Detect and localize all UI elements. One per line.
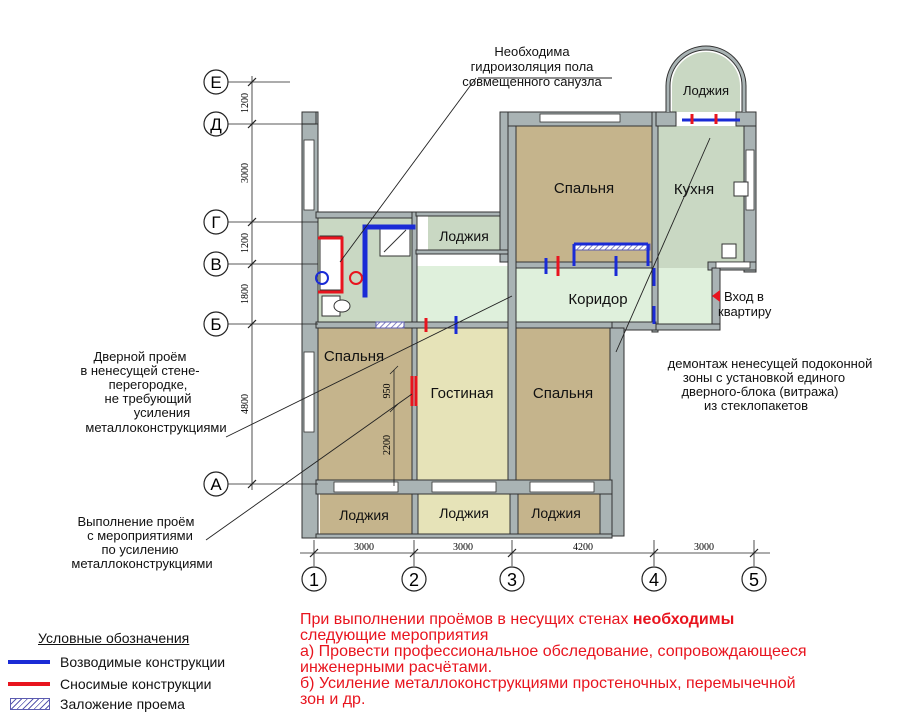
room-label: Спальня — [554, 180, 614, 197]
req-line: При выполнении проёмов в несущих стенах … — [300, 611, 735, 628]
loggia-top-fill — [672, 52, 740, 112]
room-label: Лоджия — [439, 505, 489, 521]
annotation-door-opening: Дверной проём в ненесущей стене- перегор… — [80, 349, 226, 435]
room-label: Лоджия — [683, 83, 729, 98]
living-fill — [416, 328, 510, 480]
room-label: Кухня — [674, 181, 714, 198]
axis-row-label: Б — [210, 315, 221, 334]
req-line: следующие мероприятия — [300, 627, 489, 644]
row-axis-labels: Е Д Г В Б А — [203, 69, 229, 497]
col-axis-labels: 1 2 3 4 5 — [301, 566, 767, 592]
room-label: Спальня — [533, 385, 593, 402]
annotation-line: совмещенного санузла — [462, 74, 602, 89]
axis-row-label: А — [210, 475, 222, 494]
requirements-text: При выполнении проёмов в несущих стенах … — [300, 612, 905, 708]
col-dim: 3000 — [694, 542, 714, 553]
demolished-constructions — [318, 114, 718, 406]
col-dim: 3000 — [453, 542, 473, 553]
axis-col-label: 5 — [749, 570, 759, 590]
legend-label: Заложение проема — [60, 696, 185, 712]
annotation-line: в ненесущей стене- — [80, 363, 199, 378]
annotation-line: дверного-блока (витража) — [681, 384, 838, 399]
blue-line-icon — [8, 660, 50, 664]
red-line-icon — [8, 682, 50, 686]
axis-ticks — [247, 77, 759, 558]
annotation-line: металлоконструкциями — [71, 556, 212, 571]
bedroom-center-fill — [516, 328, 610, 480]
row-dim: 1200 — [240, 233, 251, 253]
corridor-fill — [516, 268, 712, 324]
annotation-line: с мероприятиями — [87, 528, 193, 543]
grid-lines — [228, 76, 770, 566]
bath-fixtures — [319, 181, 749, 317]
req-line: зон и др. — [300, 691, 366, 708]
annotation-line: Необходима — [494, 44, 570, 59]
axis-row-label: Г — [211, 213, 220, 232]
room-label: Лоджия — [439, 228, 489, 244]
room-label: Лоджия — [531, 505, 581, 521]
annotation-line: усиления — [134, 405, 190, 420]
req-line: инженерными расчётами. — [300, 659, 493, 676]
entrance-arrow-icon — [712, 290, 720, 302]
annotation-line: Выполнение проём — [78, 514, 195, 529]
sink-marker-blue — [315, 271, 329, 285]
legend-item-filled-opening: Заложение проема — [8, 696, 185, 712]
annotation-dismantle: демонтаж ненесущей подоконной зоны с уст… — [668, 356, 873, 413]
inner-dim: 950 — [382, 384, 393, 399]
room-label: Коридор — [568, 291, 627, 308]
annotation-line: не требующий — [105, 391, 192, 406]
row-dim: 4800 — [240, 394, 251, 414]
col-dim: 4200 — [573, 542, 593, 553]
leader-lines — [205, 77, 711, 541]
req-line: а) Провести профессиональное обследовани… — [300, 643, 807, 660]
annotation-waterproofing: Необходима гидроизоляция пола совмещенно… — [462, 44, 602, 89]
legend-item-erected: Возводимые конструкции — [8, 654, 225, 670]
floor-plan: Е Д Г В Б А 1 2 3 4 5 1200 3000 1200 180… — [71, 44, 873, 592]
col-dimensions: 3000 3000 4200 3000 — [354, 542, 714, 553]
req-line: б) Усиление металлоконструкциями простен… — [300, 675, 796, 692]
loggia-mid-fill — [428, 216, 500, 250]
col-dim: 3000 — [354, 542, 374, 553]
axis-col-label: 2 — [409, 570, 419, 590]
axis-col-label: 1 — [309, 570, 319, 590]
row-dim: 3000 — [240, 163, 251, 183]
annotation-line: Вход в — [724, 289, 764, 304]
legend-area: Условные обозначения Возводимые конструк… — [0, 600, 910, 720]
annotation-line: демонтаж ненесущей подоконной — [668, 356, 873, 371]
row-dim: 1200 — [240, 93, 251, 113]
annotation-line: Дверной проём — [94, 349, 187, 364]
axis-col-label: 3 — [507, 570, 517, 590]
annotation-line: квартиру — [718, 304, 772, 319]
axis-row-label: В — [210, 255, 221, 274]
loggia-b2-fill — [418, 494, 510, 534]
room-label: Гостиная — [431, 385, 494, 402]
legend-label: Сносимые конструкции — [60, 676, 212, 692]
room-labels: Лоджия Кухня Спальня Лоджия Коридор Спал… — [324, 83, 729, 523]
room-label: Спальня — [324, 348, 384, 365]
legend-item-demolished: Сносимые конструкции — [8, 676, 211, 692]
row-dim: 1800 — [240, 284, 251, 304]
hatch-icon — [10, 698, 50, 710]
annotation-reinforce: Выполнение проём с мероприятиями по усил… — [71, 514, 212, 571]
annotation-line: металлоконструкциями — [85, 420, 226, 435]
legend-label: Возводимые конструкции — [60, 654, 226, 670]
loggia-b1-fill — [320, 494, 412, 534]
axis-row-label: Е — [210, 73, 221, 92]
loggia-b3-fill — [518, 494, 600, 534]
annotation-line: перегородке, — [109, 377, 188, 392]
toilet-marker-red — [349, 271, 363, 285]
axis-col-label: 4 — [649, 570, 659, 590]
annotation-line: гидроизоляция пола — [471, 59, 595, 74]
windows — [303, 113, 755, 493]
annotation-line: зоны с установкой единого — [683, 370, 845, 385]
legend-title: Условные обозначения — [38, 630, 190, 646]
axis-row-label: Д — [210, 115, 222, 134]
req-emphasis: необходимы — [632, 611, 735, 628]
row-dimensions: 1200 3000 1200 1800 4800 950 2200 — [240, 93, 393, 455]
room-label: Лоджия — [339, 507, 389, 523]
annotation-line: по усилению — [101, 542, 178, 557]
annotation-entrance: Вход в квартиру — [718, 289, 772, 319]
annotation-line: из стеклопакетов — [704, 398, 808, 413]
inner-dim: 2200 — [382, 435, 393, 455]
